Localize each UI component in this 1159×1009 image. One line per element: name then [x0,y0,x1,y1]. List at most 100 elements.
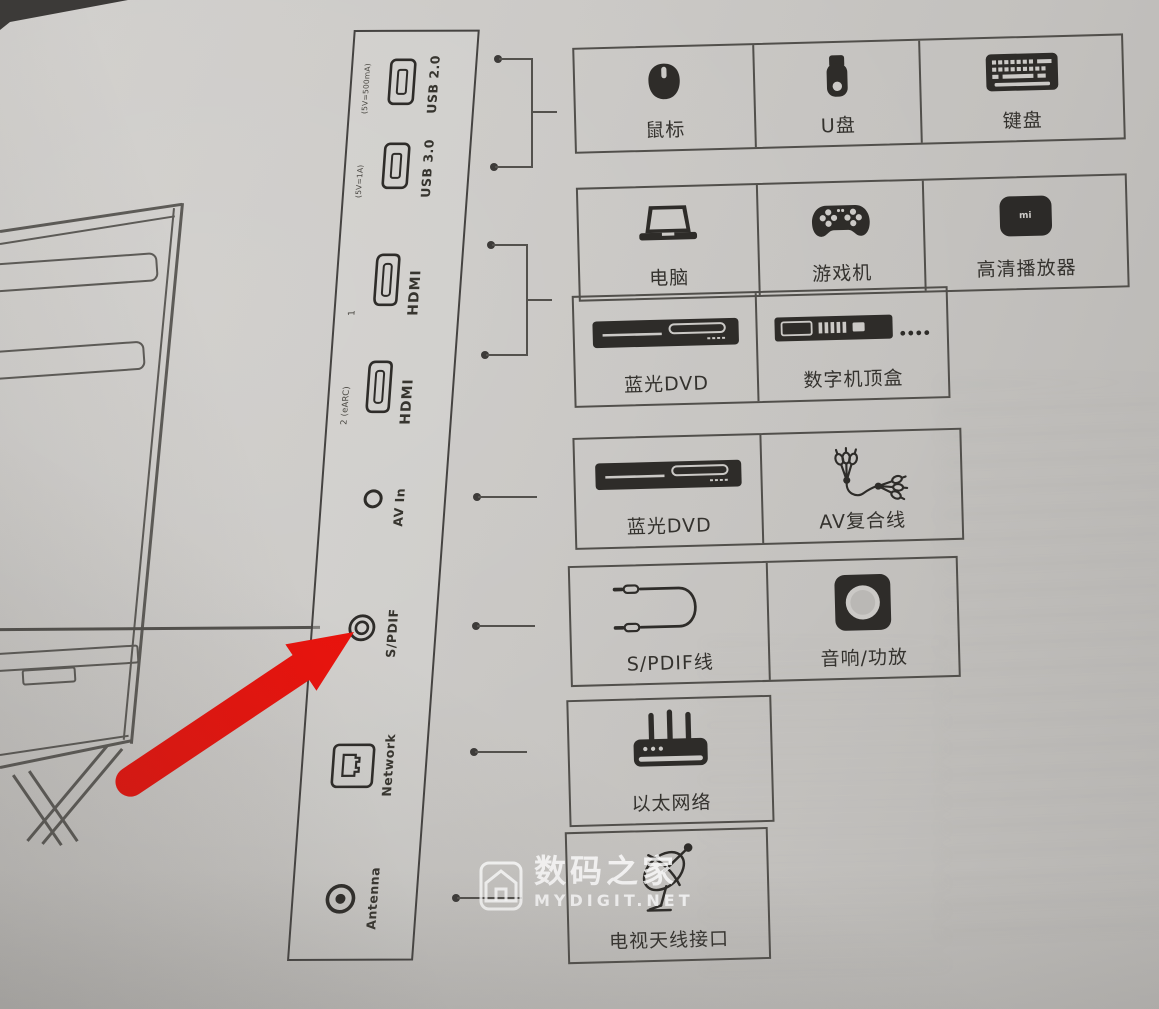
leader-dot [452,894,460,902]
spdif-cable-icon [612,584,697,633]
media-box-logo-text: mi [1018,210,1032,222]
spdif-devices-box: S/PDIF线 音响/功放 [567,555,961,688]
port-network: Network [301,733,427,797]
photo-corner-shadow [0,0,128,30]
device-cell-av-cable: AV复合线 [761,430,962,543]
device-label: S/PDIF线 [626,651,715,676]
port-usb3-rating: (5V=1A) [353,164,366,198]
keyboard-icon [985,52,1058,92]
device-cell-amplifier: 音响/功放 [768,558,959,680]
device-label: 音响/功放 [820,646,909,671]
usb-drive-icon [826,55,848,97]
laptop-icon [639,205,698,241]
device-cell-game-console: 游戏机 [757,180,927,295]
device-label: 游戏机 [811,262,873,286]
device-cell-computer: 电脑 [577,185,761,300]
antenna-devices-box: 电视天线接口 [564,826,772,965]
tv-vent-slot [0,340,146,381]
port-hdmi2: 2 (eARC) HDMI [327,349,454,425]
device-label: 蓝光DVD [623,372,710,397]
spdif-port-icon [348,614,376,642]
usb-port-icon [381,142,411,190]
device-label: 高清播放器 [976,256,1077,282]
port-hdmi2-number: 2 (eARC) [339,386,353,425]
tv-vent-slot [0,252,159,293]
watermark-logo-icon [479,861,523,911]
leader-line [531,111,557,113]
leader-line [486,354,528,356]
router-icon [633,709,708,767]
hdmi-devices-box-row2: 蓝光DVD 数字机顶盒 [571,286,951,408]
leader-dot [487,241,495,249]
leader-line [499,58,533,60]
port-hdmi1-number: 1 [347,309,358,316]
device-cell-settop-box: 数字机顶盒 [757,288,949,401]
device-cell-bluray: 蓝光DVD [573,293,760,406]
device-cell-mouse: 鼠标 [574,45,757,152]
leader-line [457,897,522,899]
port-strip: (5V=500mA) USB 2.0 (5V=1A) USB 3.0 1 HDM… [287,29,480,961]
av-devices-box: 蓝光DVD [572,427,965,550]
device-label: AV复合线 [819,509,907,534]
port-spdif-label: S/PDIF [382,608,402,658]
device-cell-usb-drive: U盘 [754,40,923,148]
leader-line [526,299,552,301]
leader-dot [470,748,478,756]
leader-line [475,751,527,753]
port-usb3-label: USB 3.0 [417,138,437,198]
leader-line [495,166,533,168]
leader-line [492,244,528,246]
port-usb2: (5V=500mA) USB 2.0 [350,50,477,114]
speaker-icon [834,573,892,631]
port-antenna: Antenna [291,867,417,930]
port-hdmi1: 1 HDMI [335,244,462,316]
device-cell-router: 以太网络 [568,697,772,825]
device-cell-media-player: mi 高清播放器 [924,175,1128,290]
satellite-dish-icon [642,843,692,912]
mouse-icon [648,63,680,100]
device-cell-antenna: 电视天线接口 [567,829,769,962]
bluray-player-icon [594,459,742,491]
port-hdmi2-label: HDMI [397,378,417,425]
gamepad-icon [811,204,870,237]
port-usb3: (5V=1A) USB 3.0 [344,134,471,198]
usb-port-icon [387,58,417,106]
hdmi-port-icon [373,253,401,307]
rj45-port-icon [330,743,376,789]
tv-rail-tab [21,666,77,686]
device-label: 电脑 [648,266,690,290]
tv-callout-line [0,625,321,631]
leader-line [531,58,533,168]
port-spdif: S/PDIF [311,598,437,658]
device-label: 鼠标 [645,118,686,142]
device-label: 蓝光DVD [626,514,713,539]
port-usb2-label: USB 2.0 [423,55,443,114]
av-cable-icon [834,447,909,501]
hdmi-port-icon [365,360,393,414]
device-label: 电视天线接口 [608,928,730,954]
device-cell-bluray: 蓝光DVD [574,434,765,548]
port-avin: AV In [320,471,446,527]
network-devices-box: 以太网络 [566,694,775,828]
leader-line [477,625,535,627]
media-box-icon: mi [998,195,1052,237]
av-port-icon [363,489,383,509]
leader-dot [472,622,480,630]
antenna-port-icon [325,884,356,914]
device-label: U盘 [820,114,857,138]
port-network-label: Network [378,733,399,797]
leader-dot [490,163,498,171]
device-label: 以太网络 [631,791,712,816]
device-cell-spdif-cable: S/PDIF线 [569,562,771,686]
hdmi-devices-box-row1: 电脑 游戏机 mi 高清播放器 [575,173,1130,302]
device-label: 数字机顶盒 [803,367,904,392]
port-avin-label: AV In [390,487,408,527]
arrow-shaft [109,645,324,803]
leader-line [478,496,537,498]
bluray-player-icon [591,317,739,349]
set-top-box-icon [773,314,929,342]
leader-dot [473,493,481,501]
port-usb2-rating: (5V=500mA) [359,63,373,114]
leader-dot [481,351,489,359]
